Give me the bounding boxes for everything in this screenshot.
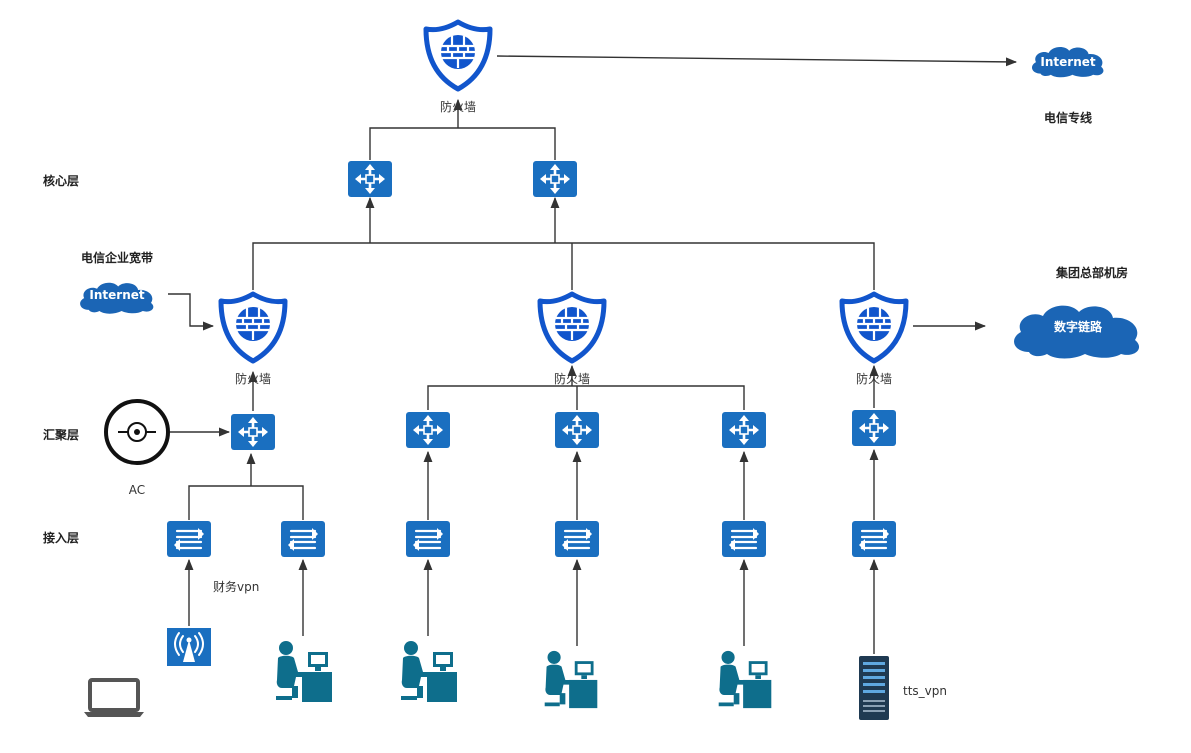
router-icon: [533, 161, 577, 197]
layer-label-aggregation: 汇聚层: [43, 428, 79, 442]
switch-icon: [167, 521, 211, 557]
digital-link-cloud: 数字链路: [1014, 305, 1140, 359]
layer-label-core: 核心层: [43, 173, 79, 188]
router-icon: [555, 411, 599, 449]
internet-cloud-top: Internet: [1032, 47, 1104, 78]
access-controller-icon: [104, 399, 170, 465]
server-rack-icon: [859, 656, 889, 720]
switch-icon: [852, 521, 896, 557]
layer-label-access: 接入层: [43, 530, 79, 545]
internet-cloud-top-label: Internet: [1040, 55, 1095, 69]
workstation-user-icon: [401, 641, 457, 702]
firewall-shield-icon: [426, 22, 490, 89]
firewall-shield-icon: [221, 294, 285, 361]
telecom-broadband-label: 电信企业宽带: [81, 250, 153, 265]
firewall-left-label: 防火墙: [235, 371, 271, 386]
router-icon: [722, 411, 766, 449]
internet-cloud-left: Internet: [80, 282, 154, 314]
switch-icon: [555, 521, 599, 557]
firewall-top-label: 防火墙: [440, 99, 476, 114]
internet-cloud-left-label: Internet: [89, 288, 144, 302]
workstation-user-icon: [276, 641, 332, 702]
firewall-middle-label: 防火墙: [554, 371, 590, 386]
router-icon: [348, 161, 392, 197]
firewall-shield-icon: [842, 294, 906, 361]
firewall-right-label: 防火墙: [856, 371, 892, 386]
workstation-user-icon: [718, 650, 772, 709]
ac-label: AC: [129, 483, 145, 497]
switch-icon: [722, 521, 766, 557]
workstation-user-icon: [544, 650, 598, 709]
tts-vpn-label: tts_vpn: [903, 684, 947, 698]
firewall-shield-icon: [540, 294, 604, 361]
digital-link-cloud-label: 数字链路: [1054, 319, 1103, 334]
wireless-ap-icon: [167, 628, 211, 666]
switch-icon: [406, 521, 450, 557]
connection-lines: [168, 55, 1018, 654]
router-icon: [406, 411, 450, 449]
laptop-icon: [84, 678, 144, 717]
telecom-line-label: 电信专线: [1044, 110, 1092, 125]
finance-vpn-label: 财务vpn: [213, 579, 259, 594]
switch-icon: [281, 521, 325, 557]
group-hq-label: 集团总部机房: [1055, 265, 1128, 280]
router-icon: [231, 413, 275, 451]
router-icon: [852, 409, 896, 447]
